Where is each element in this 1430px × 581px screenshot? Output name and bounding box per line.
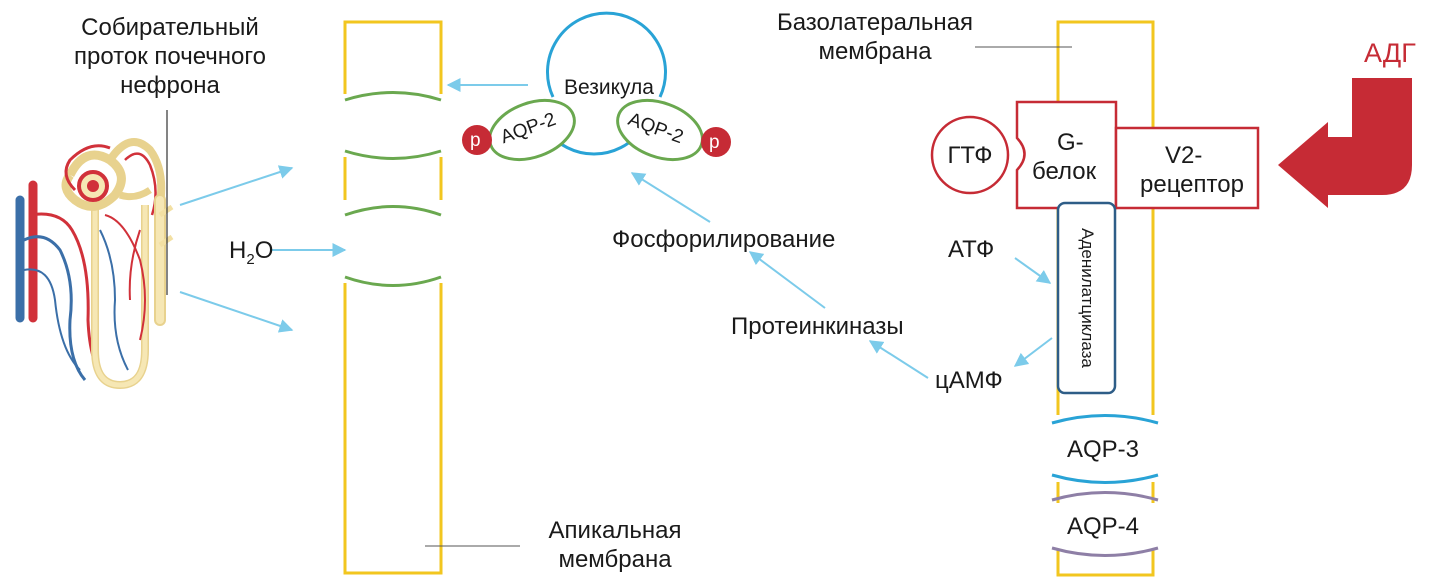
g-protein-label: G- белок — [1032, 128, 1096, 186]
arrow-cyclase-to-camp — [1013, 337, 1053, 367]
camp-label: цАМФ — [935, 367, 1003, 394]
apical-membrane-label: Апикальная мембрана — [515, 516, 715, 574]
phosphorylation-label: Фосфорилирование — [612, 226, 836, 253]
arrow-kinase-to-phosphorylation — [748, 251, 826, 309]
aqp2-channel-2 — [344, 205, 442, 217]
arrow-atp-to-cyclase — [1014, 257, 1052, 284]
gtp-label: ГТФ — [947, 142, 993, 169]
apical-label-line2: мембрана — [558, 546, 672, 573]
water-label-subscript: 2 — [246, 251, 255, 268]
nephron-illustration-icon — [15, 138, 174, 390]
collecting-duct-label-line1: Собирательный — [81, 14, 259, 41]
basolateral-label-line1: Базолатеральная — [776, 9, 974, 36]
phosphate-right-icon — [701, 127, 731, 157]
aqp4-label: AQP-4 — [1067, 513, 1140, 540]
v2-receptor-label: V2- рецептор — [1140, 141, 1244, 199]
g-protein-label-line1: G- — [1057, 129, 1084, 156]
aqp3-channel-top — [1051, 414, 1159, 425]
collecting-duct-label-line2: проток почечного — [74, 43, 266, 70]
collecting-duct-label: Собирательный проток почечного нефрона — [40, 13, 300, 100]
vesicle-label: Везикула — [564, 76, 654, 99]
aqp2-channel-1-bottom — [344, 149, 442, 160]
arrow-phosphorylation-to-vesicle — [630, 172, 711, 223]
v2-receptor-label-line1: V2- — [1165, 142, 1203, 169]
protein-kinases-label: Протеинкиназы — [731, 313, 904, 340]
water-label-o: O — [254, 237, 274, 264]
aqp3-channel-bottom — [1051, 473, 1159, 484]
arrow-nephron-upper — [179, 165, 294, 206]
apical-membrane — [343, 20, 443, 575]
v2-receptor-box — [1114, 126, 1260, 210]
phosphate-left-label: p — [470, 130, 481, 151]
phosphate-right-label: p — [709, 132, 720, 153]
basolateral-label-line2: мембрана — [818, 38, 932, 65]
aqp3-label: AQP-3 — [1067, 436, 1140, 463]
adenylate-cyclase-label: Аденилатциклаза — [1078, 228, 1097, 368]
phosphate-left-icon — [462, 125, 492, 155]
adenylate-cyclase-box — [1056, 201, 1117, 395]
collecting-duct-label-line3: нефрона — [120, 72, 220, 99]
water-label-h: H — [229, 237, 247, 264]
adh-label: АДГ — [1364, 38, 1416, 68]
arrow-camp-to-kinase — [868, 340, 929, 379]
aqp4-channel-bottom — [1051, 546, 1159, 557]
atp-label: АТФ — [948, 236, 995, 263]
water-label: H2O — [229, 236, 273, 274]
vesicle — [462, 11, 731, 161]
g-protein-label-line2: белок — [1032, 158, 1097, 185]
curved-arrow-icon — [1278, 78, 1412, 208]
apical-label-line1: Апикальная — [548, 517, 682, 544]
arrow-nephron-lower — [179, 291, 294, 333]
aqp4-channel-top — [1051, 491, 1159, 502]
gtp-circle — [930, 115, 1010, 195]
aqp2-channel-2-bottom — [344, 275, 442, 287]
v2-receptor-label-line2: рецептор — [1140, 171, 1244, 198]
aqp2-channel-1 — [344, 91, 442, 102]
basolateral-membrane-label: Базолатеральная мембрана — [760, 8, 990, 66]
